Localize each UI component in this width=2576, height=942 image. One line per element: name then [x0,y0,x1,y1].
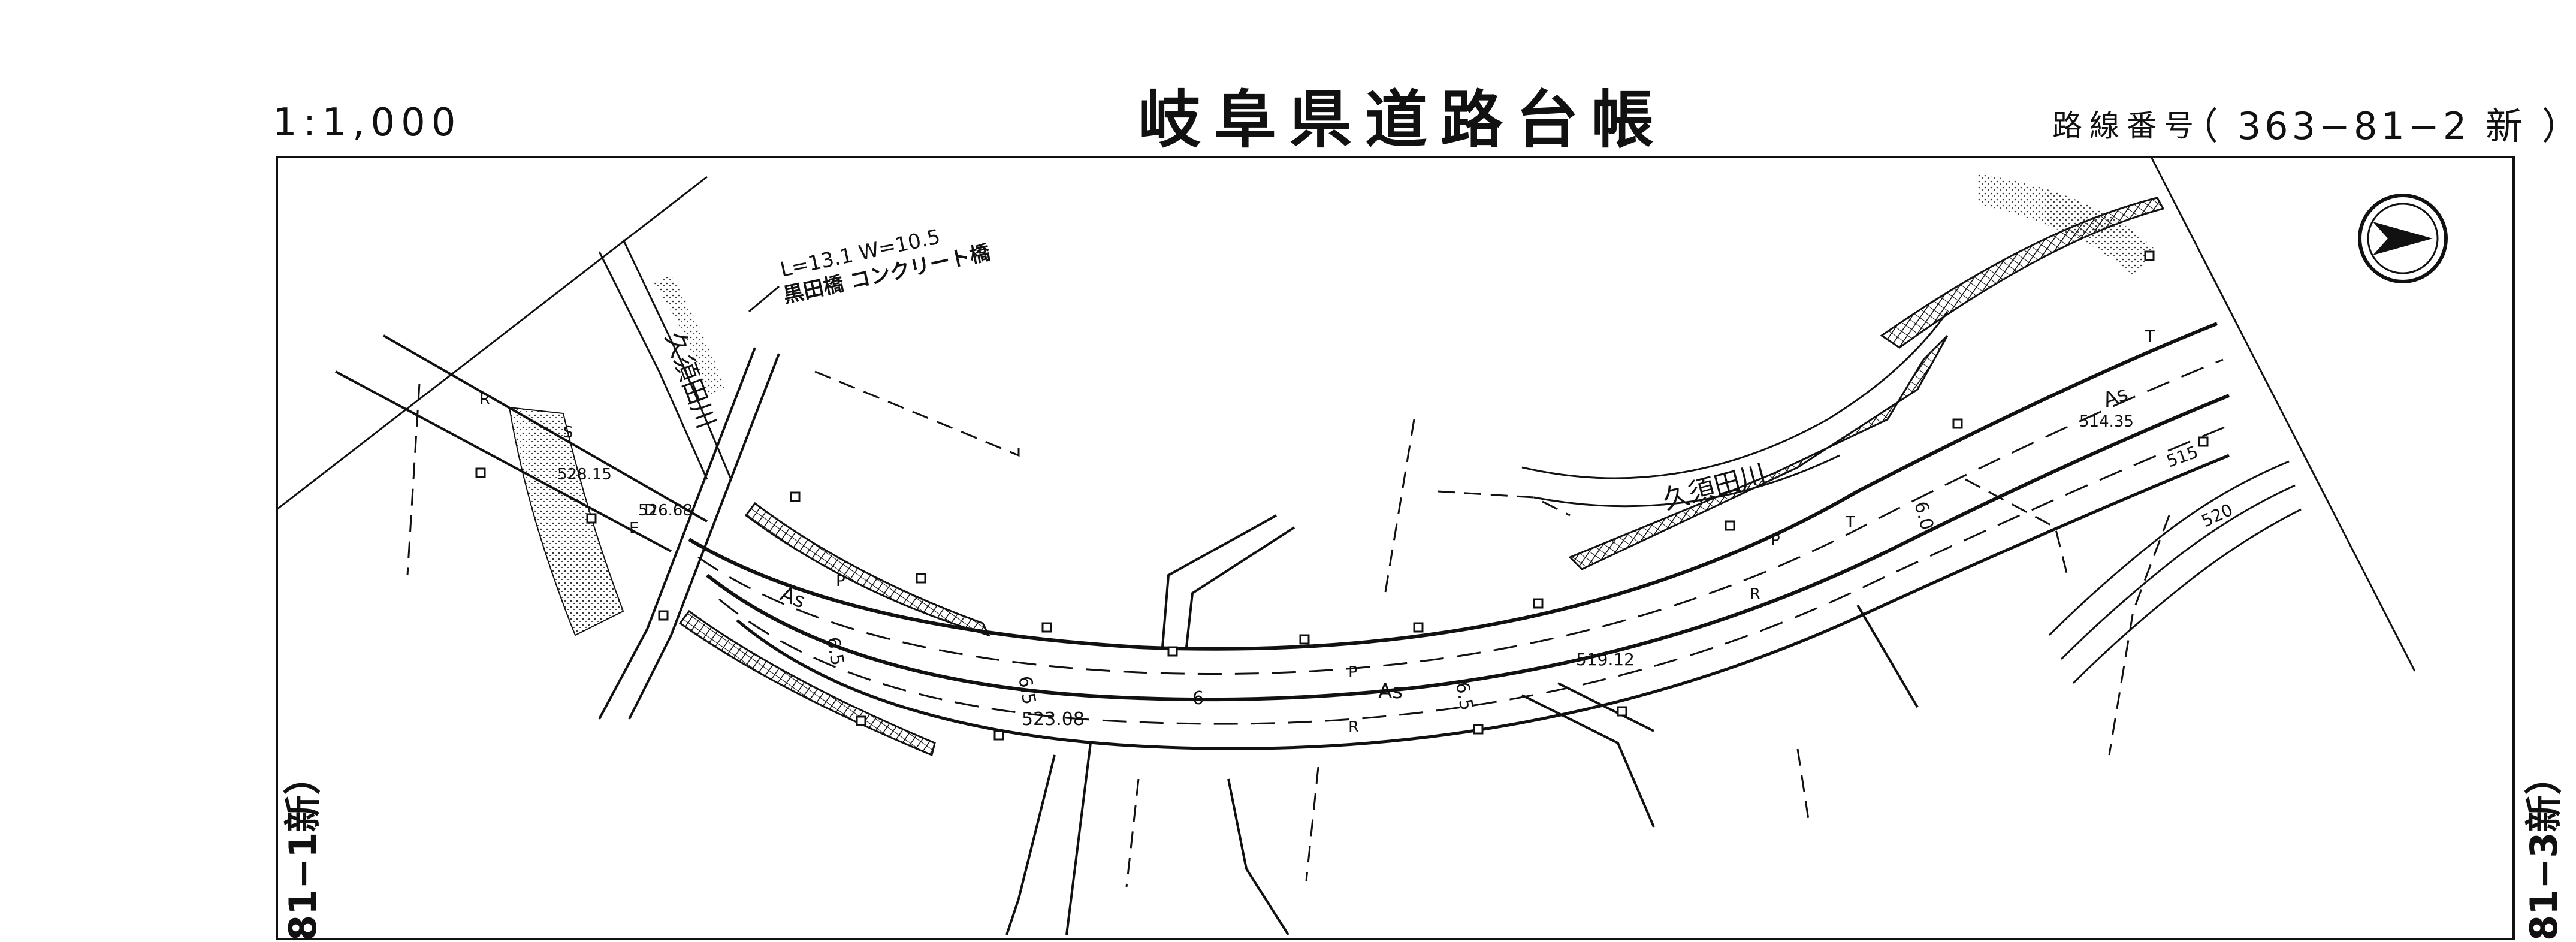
elevation-526-68: 526.68 [638,502,693,520]
river-channel [598,239,1949,508]
contour-lines [2048,460,2302,684]
boundary-mark-t2: T [2145,328,2155,346]
elevation-528-15: 528.15 [557,466,612,484]
elevation-519-12: 519.12 [1576,650,1635,669]
width-label-1: 6.5 [822,635,848,667]
parcel-boundaries [406,370,2170,887]
surface-label-2: As [1378,680,1403,704]
boundary-mark-t1: T [1845,514,1855,532]
retaining-wall-west [744,502,990,637]
contour-label-520: 520 [2198,500,2236,531]
route-number-label: 路線番号 [2052,108,2201,143]
boundary-mark-p1: P [836,572,845,590]
survey-markers [475,250,2209,741]
page-title: 岐阜県道路台帳 [1138,83,1668,156]
boundary-mark-r3: R [1750,585,1760,603]
boundary-mark-p2: P [1348,663,1358,681]
boundary-mark-d: D [644,502,656,520]
boundary-mark-e: E [629,520,639,538]
map-scale: 1:1,000 [273,101,462,145]
side-roads [335,334,1919,936]
boundary-mark-r1: R [479,391,490,409]
boundary-mark-s: S [563,424,573,442]
main-road [688,322,2230,750]
retaining-wall-south [678,609,936,757]
route-number-value: （ 363−81−2 新 ） [2181,104,2576,148]
width-label-2: 6.5 [1014,674,1040,706]
width-label-4: 6.5 [1451,680,1477,712]
surface-label-1: As [777,582,809,613]
boundary-mark-p3: P [1771,532,1780,550]
elevation-514-35: 514.35 [2079,413,2134,431]
width-label-3: 6 [1192,688,1204,709]
surface-label-3: As [2100,382,2131,413]
map-frame [276,156,2515,940]
elevation-523-08: 523.08 [1022,709,1085,730]
river-bank-hatch-north [1880,197,2165,349]
river-bank-hatch-east [1568,334,1949,570]
width-label-5: 6.0 [1910,499,1937,532]
boundary-mark-r2: R [1348,718,1359,736]
contour-label-515: 515 [2164,442,2201,471]
north-arrow-icon [2358,194,2448,283]
